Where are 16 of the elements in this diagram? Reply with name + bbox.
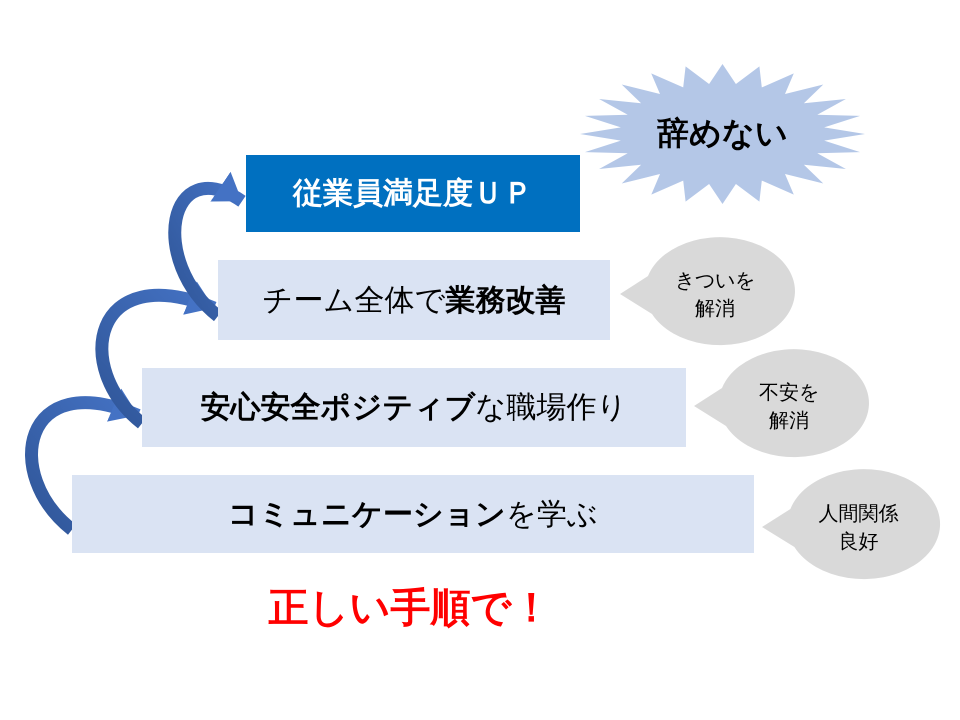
- step-text: 従業員満足度ＵＰ: [293, 175, 533, 213]
- caption: 正しい手順で！: [268, 584, 552, 633]
- burst-text: 辞めない: [657, 113, 788, 154]
- curved-arrow: [25, 390, 140, 534]
- step-box: [72, 475, 754, 553]
- curved-arrow: [96, 282, 216, 428]
- step-box: [142, 368, 686, 447]
- bubble-text: 不安を解消: [758, 379, 820, 434]
- bubble-text: きついを解消: [674, 267, 756, 322]
- step-text: 安心安全ポジティブな職場作り: [200, 389, 628, 427]
- step-box: [218, 260, 610, 340]
- step-text: コミュニケーションを学ぶ: [228, 496, 598, 534]
- curved-arrow: [168, 173, 246, 321]
- step-text: チーム全体で業務改善: [262, 282, 566, 320]
- goal-box: [246, 155, 580, 232]
- bubble-text: 人間関係良好: [818, 500, 900, 555]
